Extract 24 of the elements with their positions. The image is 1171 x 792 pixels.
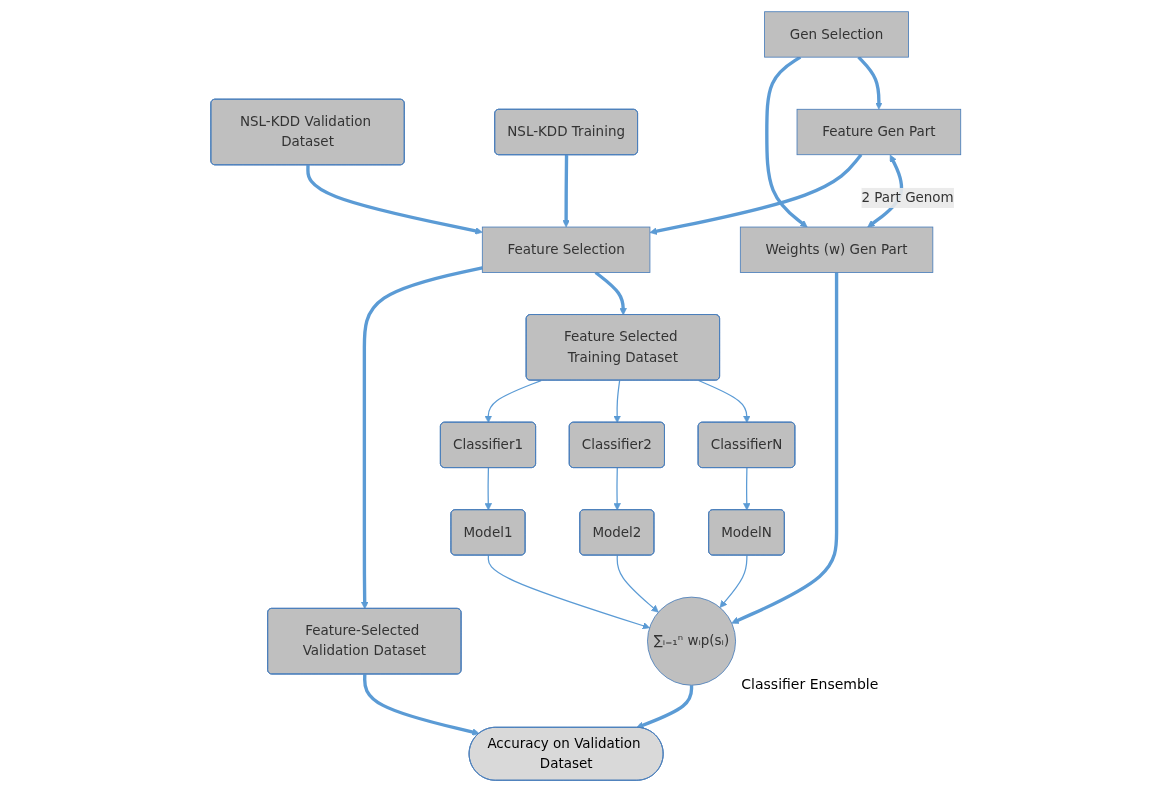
node-box: Weights (w) Gen Part [739, 226, 933, 273]
arrow [649, 153, 863, 235]
arrow [742, 467, 751, 511]
arrow [594, 271, 627, 316]
arrow [484, 467, 492, 511]
node-box: Feature Gen Part [796, 108, 961, 156]
node-circle: ∑ᵢ₌₁ⁿ wᵢp(sᵢ) [646, 596, 736, 686]
edge-label: 2 Part Genom [861, 189, 954, 206]
arrow [613, 379, 621, 423]
node-box: Feature Selection [481, 226, 651, 273]
arrow [484, 379, 542, 423]
node-box: Gen Selection [763, 11, 909, 58]
arrow [719, 554, 748, 608]
arrow [360, 266, 483, 610]
arrow [305, 165, 483, 235]
arrow [562, 155, 570, 228]
arrow [857, 56, 883, 110]
arrow [731, 272, 838, 624]
arrow [362, 674, 480, 736]
arrow [616, 554, 659, 613]
arrow [613, 467, 621, 511]
node-caption: Classifier Ensemble [741, 675, 879, 694]
arrow [487, 554, 650, 630]
arrow [635, 685, 693, 729]
